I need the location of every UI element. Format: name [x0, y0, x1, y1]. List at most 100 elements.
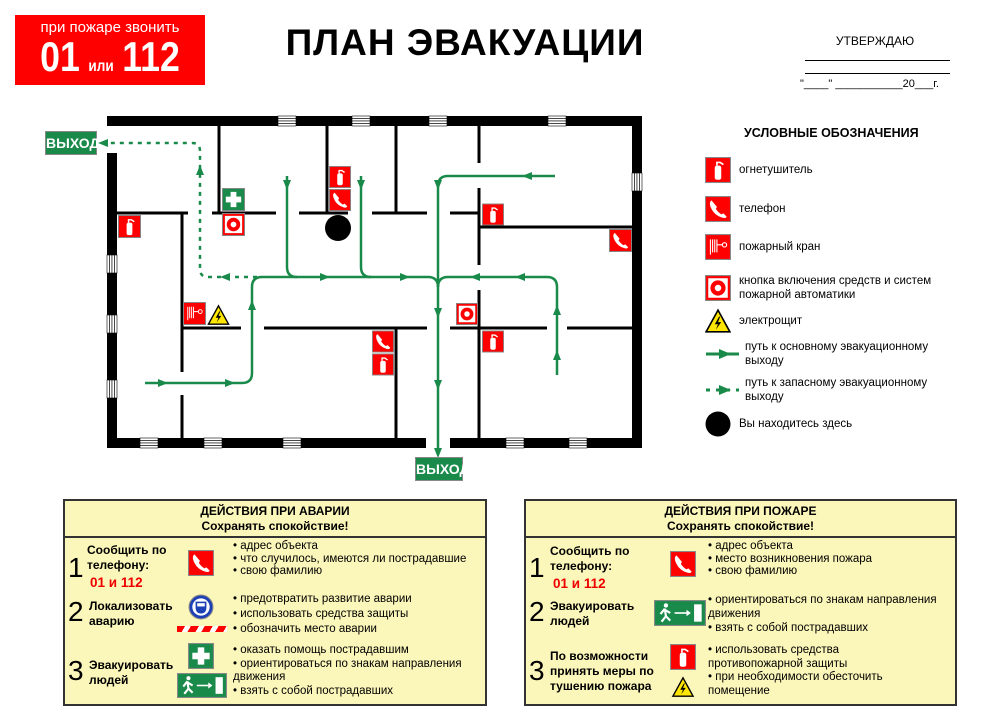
window — [277, 123, 297, 127]
bullet-item: предотвратить развитие аварии — [233, 592, 411, 607]
bullet-item: взять с собой пострадавших — [708, 621, 937, 635]
window — [203, 437, 223, 441]
bullet-item: что случилось, имеются ли пострадавшие — [233, 553, 466, 566]
phone-icon — [372, 330, 394, 353]
main-route-arrow-icon — [706, 349, 739, 359]
window — [505, 440, 525, 444]
extinguisher-icon — [482, 330, 504, 353]
bullet-item: взять с собой пострадавших — [233, 685, 462, 699]
step-label: Сообщить по телефону: — [87, 543, 167, 572]
legend-label: пожарный кран — [739, 241, 821, 253]
extinguisher-icon — [329, 166, 351, 188]
bullet-item: обозначить место аварии — [233, 622, 412, 637]
window — [203, 445, 223, 449]
panel-title: ДЕЙСТВИЯ ПРИ АВАРИИ — [200, 504, 350, 518]
step-bullets: ориентироваться по знакам направлениядви… — [708, 593, 937, 635]
legend-item: пожарный кран — [705, 234, 959, 260]
exit-direction-icon — [177, 673, 227, 698]
window — [203, 442, 223, 446]
call-number-1: 01 — [40, 33, 80, 80]
window — [351, 115, 371, 119]
extinguisher-icon — [670, 644, 696, 670]
legend-label: путь к запасному эвакуационному выходу — [745, 377, 928, 403]
bullet-item: движения — [708, 608, 761, 620]
window — [106, 254, 110, 274]
exit-direction-icon — [654, 600, 706, 626]
step-label: Эвакуировать людей — [550, 599, 635, 628]
page-title: ПЛАН ЭВАКУАЦИИ — [285, 22, 645, 63]
call-or: или — [88, 58, 114, 75]
legend-label: телефон — [739, 203, 786, 215]
route-arrowheads — [98, 139, 561, 458]
window — [139, 437, 159, 441]
step-number: 1 — [68, 552, 84, 583]
window — [277, 118, 297, 122]
window — [106, 314, 110, 334]
electrical-panel-icon — [705, 308, 731, 334]
step-number: 3 — [529, 655, 545, 686]
window — [139, 440, 159, 444]
legend-item: телефон — [705, 196, 959, 222]
window — [636, 172, 640, 192]
step-label: Эвакуировать людей — [89, 658, 174, 687]
fire-hydrant-icon — [705, 234, 731, 260]
window — [639, 172, 643, 192]
reserve-route — [104, 141, 257, 279]
bullet-item: ориентироваться по знакам направления — [233, 658, 461, 672]
legend-label: Вы находитесь здесь — [739, 418, 853, 430]
phone-number: 01 и 112 — [90, 575, 143, 590]
bullet-item: место возникновения пожара — [708, 553, 872, 566]
you-are-here-icon — [705, 411, 731, 437]
window — [351, 118, 371, 122]
fire-alarm-button-icon — [456, 303, 478, 325]
step-label: Сообщить по телефону: — [550, 544, 630, 573]
window — [428, 115, 448, 119]
electrical-panel-icon — [671, 676, 695, 698]
legend-item: огнетушитель — [705, 157, 959, 183]
window — [505, 442, 525, 446]
extinguisher-icon — [372, 353, 394, 376]
window — [106, 379, 110, 399]
window — [109, 254, 113, 274]
phone-icon — [705, 196, 731, 222]
window — [428, 120, 448, 124]
fire-hydrant-icon — [183, 302, 206, 325]
phone-icon — [670, 551, 696, 577]
exit-sign-left: ВЫХОД — [45, 131, 99, 155]
approval-date: "____" ___________20___г. — [800, 78, 939, 90]
gas-mask-icon — [188, 594, 214, 620]
window — [568, 437, 588, 441]
reserve-route-arrow-icon — [706, 385, 739, 395]
phone-number: 01 и 112 — [553, 576, 606, 591]
window — [139, 442, 159, 446]
bullet-item: адрес объекта — [233, 540, 466, 553]
legend-item: кнопка включения средств и систем пожарн… — [705, 274, 959, 302]
extinguisher-icon — [118, 215, 141, 238]
step-bullets: оказать помощь пострадавшимориентировать… — [233, 644, 462, 698]
step-number: 2 — [529, 596, 545, 627]
bullet-item: ориентироваться по знакам направления — [708, 593, 936, 607]
signature-line — [805, 48, 950, 61]
signature-line-2 — [805, 61, 950, 74]
window — [568, 445, 588, 449]
step-bullets: предотвратить развитие авариииспользоват… — [233, 592, 412, 637]
legend-title: УСЛОВНЫЕ ОБОЗНАЧЕНИЯ — [744, 126, 919, 140]
first-aid-icon — [222, 188, 245, 211]
bullet-item: адрес объекта — [708, 540, 872, 553]
approval-block: УТВЕРЖДАЮ "____" ___________20___г. — [800, 34, 950, 90]
bullet-item: использовать средства — [708, 644, 883, 658]
window — [114, 314, 118, 334]
hazard-tape-icon — [177, 626, 227, 632]
first-aid-icon — [188, 643, 214, 669]
window — [505, 437, 525, 441]
window — [428, 118, 448, 122]
window — [111, 254, 115, 274]
step-number: 2 — [68, 596, 84, 627]
window — [109, 379, 113, 399]
step-bullets: адрес объектаместо возникновения пожарас… — [708, 540, 872, 578]
